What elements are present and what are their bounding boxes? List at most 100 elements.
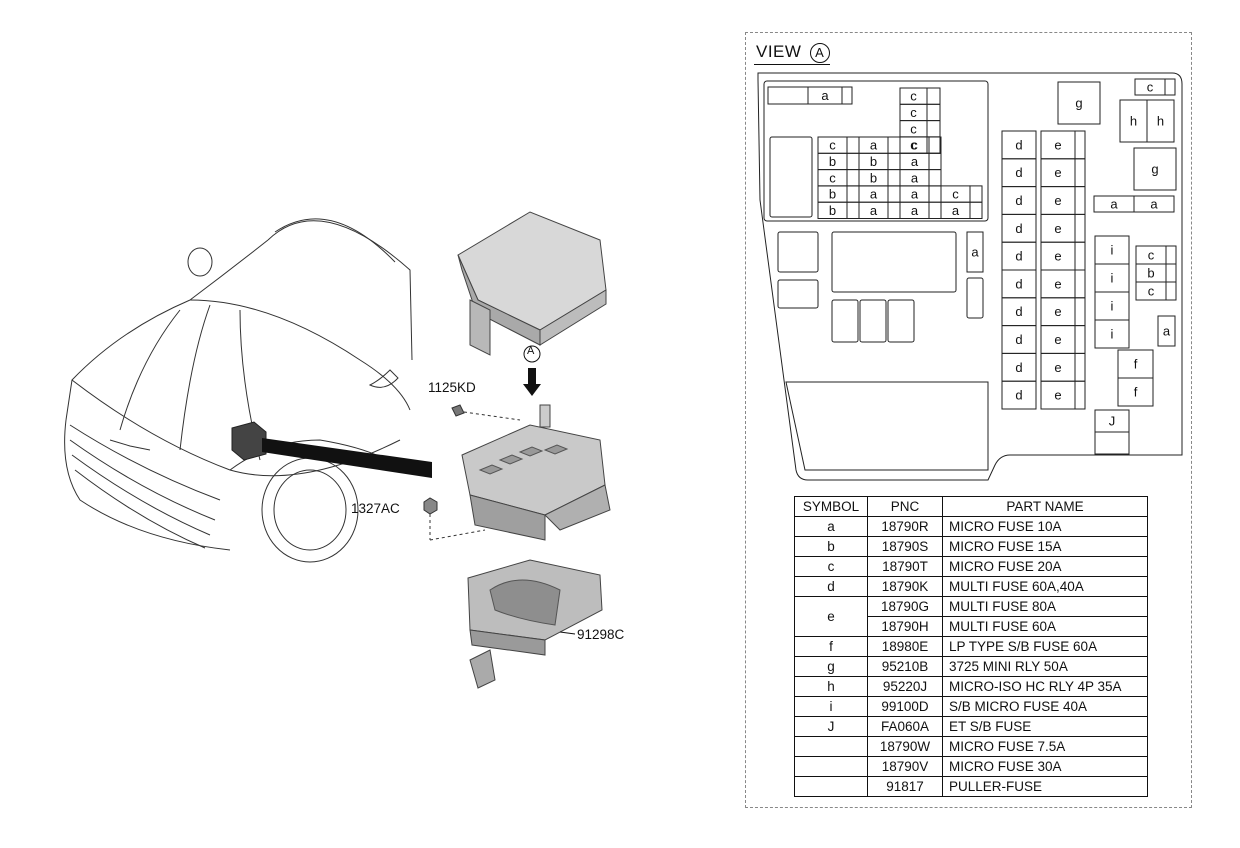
relay-block-2 <box>777 231 819 273</box>
slot-g2-box <box>1133 147 1177 191</box>
slot-e: e <box>1054 249 1061 264</box>
fuse-box-body <box>461 404 611 541</box>
slot-mid-a-box <box>966 231 984 273</box>
fuse-box-location-marker <box>231 421 267 461</box>
slot-e-tab <box>1074 352 1086 382</box>
leader-wedge <box>262 438 432 478</box>
cell-part-name: MICRO FUSE 20A <box>942 556 1148 577</box>
header-symbol: SYMBOL <box>794 496 868 517</box>
slot-grid: c <box>829 138 836 153</box>
cell-part-name: MICRO-ISO HC RLY 4P 35A <box>942 676 1148 697</box>
cell-part-name: S/B MICRO FUSE 40A <box>942 696 1148 717</box>
slot-a-pair-box <box>1133 195 1175 213</box>
cell-symbol: i <box>794 696 868 717</box>
slot-e: e <box>1054 221 1061 236</box>
relay-block-1 <box>769 136 813 218</box>
slot-c-top-right: c <box>1147 80 1154 95</box>
mid-slot-empty <box>966 277 984 319</box>
slot-j: J <box>1109 414 1116 429</box>
slot-e: e <box>1054 304 1061 319</box>
label-1327ac: 1327AC <box>351 501 400 516</box>
slot-grid: a <box>911 203 919 218</box>
cell-part-name: MICRO FUSE 30A <box>942 756 1148 777</box>
slot-grid: a <box>952 203 960 218</box>
slot-grid: a <box>870 187 878 202</box>
label-1125kd: 1125KD <box>428 380 476 395</box>
cell-pnc: 18790R <box>867 516 943 537</box>
slot-grid: a <box>870 138 878 153</box>
slot-e: e <box>1054 332 1061 347</box>
cell-pnc: 99100D <box>867 696 943 717</box>
slot-i: i <box>1111 327 1114 342</box>
slot-d: d <box>1015 360 1022 375</box>
exploded-view-illustration <box>64 211 611 689</box>
slot-a-right: a <box>1163 324 1171 339</box>
slot-d: d <box>1015 165 1022 180</box>
nut-1327ac <box>423 497 486 541</box>
fuse-box-cover <box>457 211 607 356</box>
cell-symbol <box>794 776 868 797</box>
header-part-name: PART NAME <box>942 496 1148 517</box>
slot-g2: g <box>1151 162 1158 177</box>
cell-part-name: PULLER-FUSE <box>942 776 1148 797</box>
lower-cavity <box>785 381 989 471</box>
slot-cbc: c <box>1148 248 1155 263</box>
slot-e-tab <box>1074 158 1086 188</box>
slot-a-pair: a <box>1150 197 1158 212</box>
slot-c-col-tab <box>926 87 941 105</box>
slot-grid-tab <box>928 185 942 203</box>
slot-j-lower <box>1094 431 1130 455</box>
cell-symbol: e <box>794 596 868 637</box>
slot-f: f <box>1134 385 1138 400</box>
slot-grid-tab <box>887 152 901 171</box>
cell-symbol: g <box>794 656 868 677</box>
slot-mid-a: a <box>971 245 979 260</box>
slot-d: d <box>1015 249 1022 264</box>
slot-d-box <box>1001 380 1037 410</box>
slot-d: d <box>1015 193 1022 208</box>
car-front-drawing <box>64 218 413 563</box>
fuse-box-outline <box>757 72 1183 481</box>
lower-housing-91298c <box>467 559 603 689</box>
slot-cbc-tab <box>1165 245 1177 265</box>
slot-grid-tab <box>969 185 983 203</box>
view-title: VIEW A <box>756 42 830 63</box>
slot-grid-tab <box>846 136 860 154</box>
slot-i: i <box>1111 271 1114 286</box>
slot-grid: b <box>829 154 836 169</box>
cell-symbol: d <box>794 576 868 597</box>
bottom-block-1 <box>831 299 859 343</box>
cell-symbol <box>794 756 868 777</box>
cell-pnc: 18790W <box>867 736 943 757</box>
cell-pnc: 95220J <box>867 676 943 697</box>
slot-cbc: c <box>1148 284 1155 299</box>
view-title-marker: A <box>809 43 830 63</box>
slot-c-col: c <box>910 89 917 104</box>
slot-h: h <box>1157 114 1164 129</box>
slot-e-tab <box>1074 297 1086 327</box>
cell-pnc: 91817 <box>867 776 943 797</box>
slot-g1: g <box>1075 96 1082 111</box>
slot-i-box <box>1094 319 1130 349</box>
cell-symbol: c <box>794 556 868 577</box>
slot-grid: b <box>829 187 836 202</box>
slot-grid-tab <box>969 201 983 219</box>
down-arrow-icon <box>523 368 541 396</box>
view-a-marker <box>523 345 541 363</box>
label-91298c: 91298C <box>577 627 625 642</box>
slot-g1-box <box>1057 81 1101 125</box>
slot-e-tab <box>1074 186 1086 215</box>
cell-part-name: MULTI FUSE 80A <box>942 596 1148 617</box>
cell-symbol: h <box>794 676 868 697</box>
slot-grid: a <box>911 170 919 185</box>
slot-h-box <box>1146 99 1175 143</box>
bolt-1125kd <box>451 404 521 421</box>
